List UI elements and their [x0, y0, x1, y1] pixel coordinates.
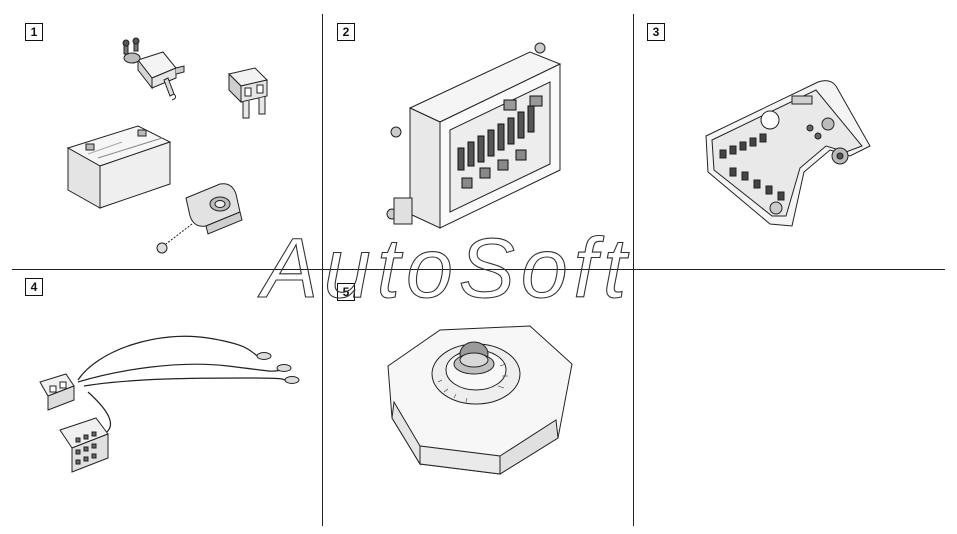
panel-number-2: 2 [337, 23, 355, 41]
wiring-harness-illustration [38, 330, 328, 490]
vertical-divider-left [322, 14, 323, 526]
control-box-illustration [380, 38, 570, 238]
instrument-panel-illustration [700, 76, 876, 232]
panel-number-3: 3 [647, 23, 665, 41]
panel-number-5: 5 [337, 283, 355, 301]
lamp-housing-illustration [150, 180, 260, 262]
vertical-divider-right [633, 14, 634, 526]
rotary-control-illustration [380, 320, 580, 480]
solenoid-relay-illustration [108, 38, 188, 102]
panel-number-4: 4 [25, 278, 43, 296]
blade-fuse-illustration [225, 66, 273, 122]
horizontal-divider [12, 269, 945, 270]
panel-number-1: 1 [25, 23, 43, 41]
battery-illustration [62, 118, 174, 214]
